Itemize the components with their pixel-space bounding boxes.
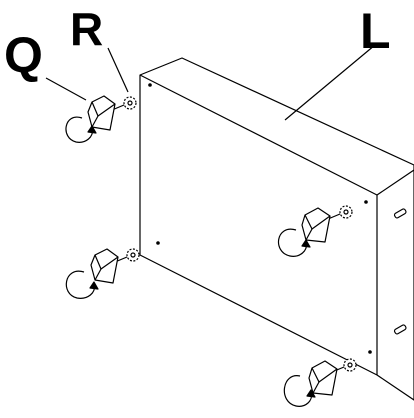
- mounting-holes: [148, 83, 372, 354]
- leveling-foot-right-upper: [277, 205, 353, 257]
- callout-r: R: [70, 3, 104, 55]
- leader-line-q: [45, 77, 87, 101]
- leveling-foot-right-lower: [283, 358, 357, 407]
- rotate-arrow-icon: [65, 116, 93, 143]
- rotate-arrow-icon: [283, 375, 312, 407]
- leader-line-r: [107, 47, 129, 93]
- cabinet-panel: [139, 57, 414, 401]
- leveling-foot-bottom-left: [65, 248, 140, 299]
- rotate-arrow-icon: [65, 270, 95, 299]
- keyhole-slot-icon: [393, 208, 407, 335]
- callout-q: Q: [4, 27, 43, 83]
- leader-line-l: [284, 44, 376, 121]
- callout-l: L: [360, 3, 391, 59]
- leveling-foot-icon: [308, 360, 338, 396]
- leveling-foot-top-left: [65, 95, 137, 143]
- rotate-arrow-icon: [277, 228, 307, 257]
